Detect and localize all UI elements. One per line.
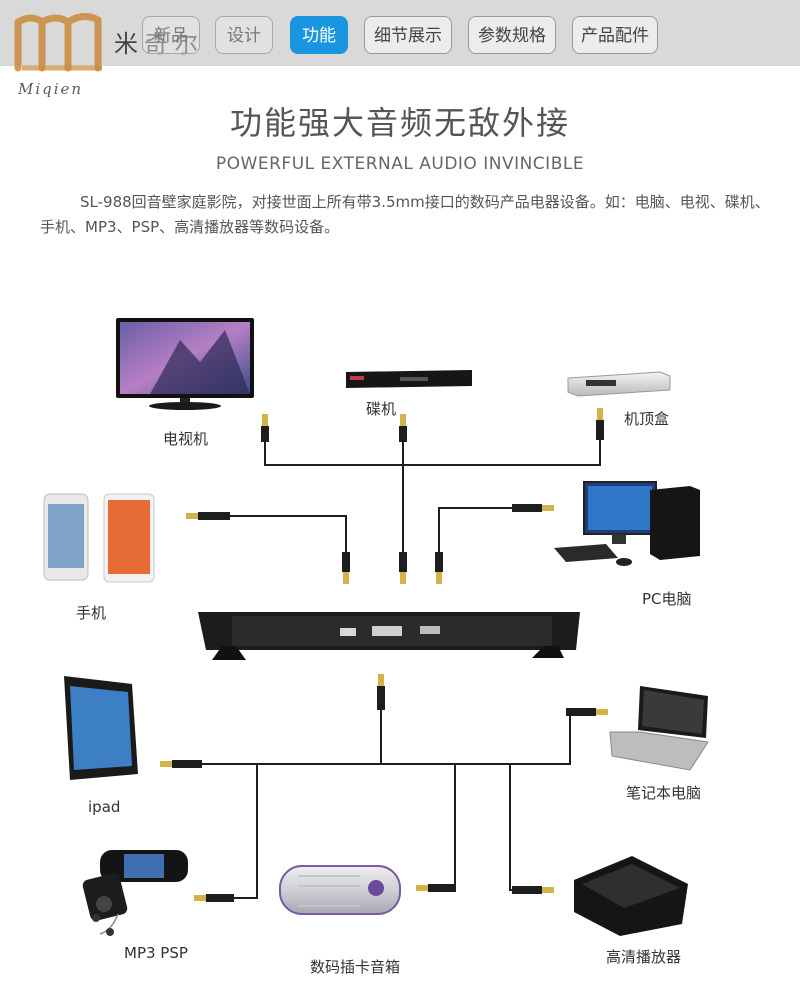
plug-mp3 [194,894,234,902]
label-settop: 机顶盒 [624,408,669,429]
plug-soundbar-output [377,674,385,710]
plug-phone [186,512,230,520]
plug-laptop [566,708,608,716]
phone-icon [44,494,154,582]
label-phone: 手机 [76,602,106,623]
label-ipad: ipad [88,798,120,816]
mp3-psp-icon [81,850,188,936]
label-dvd: 碟机 [366,398,396,419]
laptop-icon [610,686,708,770]
label-speaker: 数码插卡音箱 [310,956,400,977]
plugs-soundbar-inputs [342,552,443,584]
label-hdplayer: 高清播放器 [606,946,681,967]
lower-cables [200,710,598,898]
hd-player-icon [574,856,688,936]
card-speaker-icon [280,866,400,914]
plug-top-settop [596,408,604,440]
tv-icon [116,318,254,410]
plug-top-tv [261,414,269,442]
plug-ipad [160,760,202,768]
plug-hdplayer [512,886,554,894]
label-laptop: 笔记本电脑 [626,782,701,803]
label-pc: PC电脑 [642,588,692,609]
label-tv: 电视机 [163,428,208,449]
desktop-pc-icon [554,482,700,566]
plug-speaker [416,884,456,892]
plug-top-dvd [399,414,407,442]
set-top-box-icon [568,372,670,396]
dvd-player-icon [346,370,472,388]
upper-cables [230,440,600,552]
label-mp3psp: MP3 PSP [124,944,188,962]
tablet-icon [64,676,138,780]
plug-pc [512,504,554,512]
soundbar-icon [198,612,580,660]
